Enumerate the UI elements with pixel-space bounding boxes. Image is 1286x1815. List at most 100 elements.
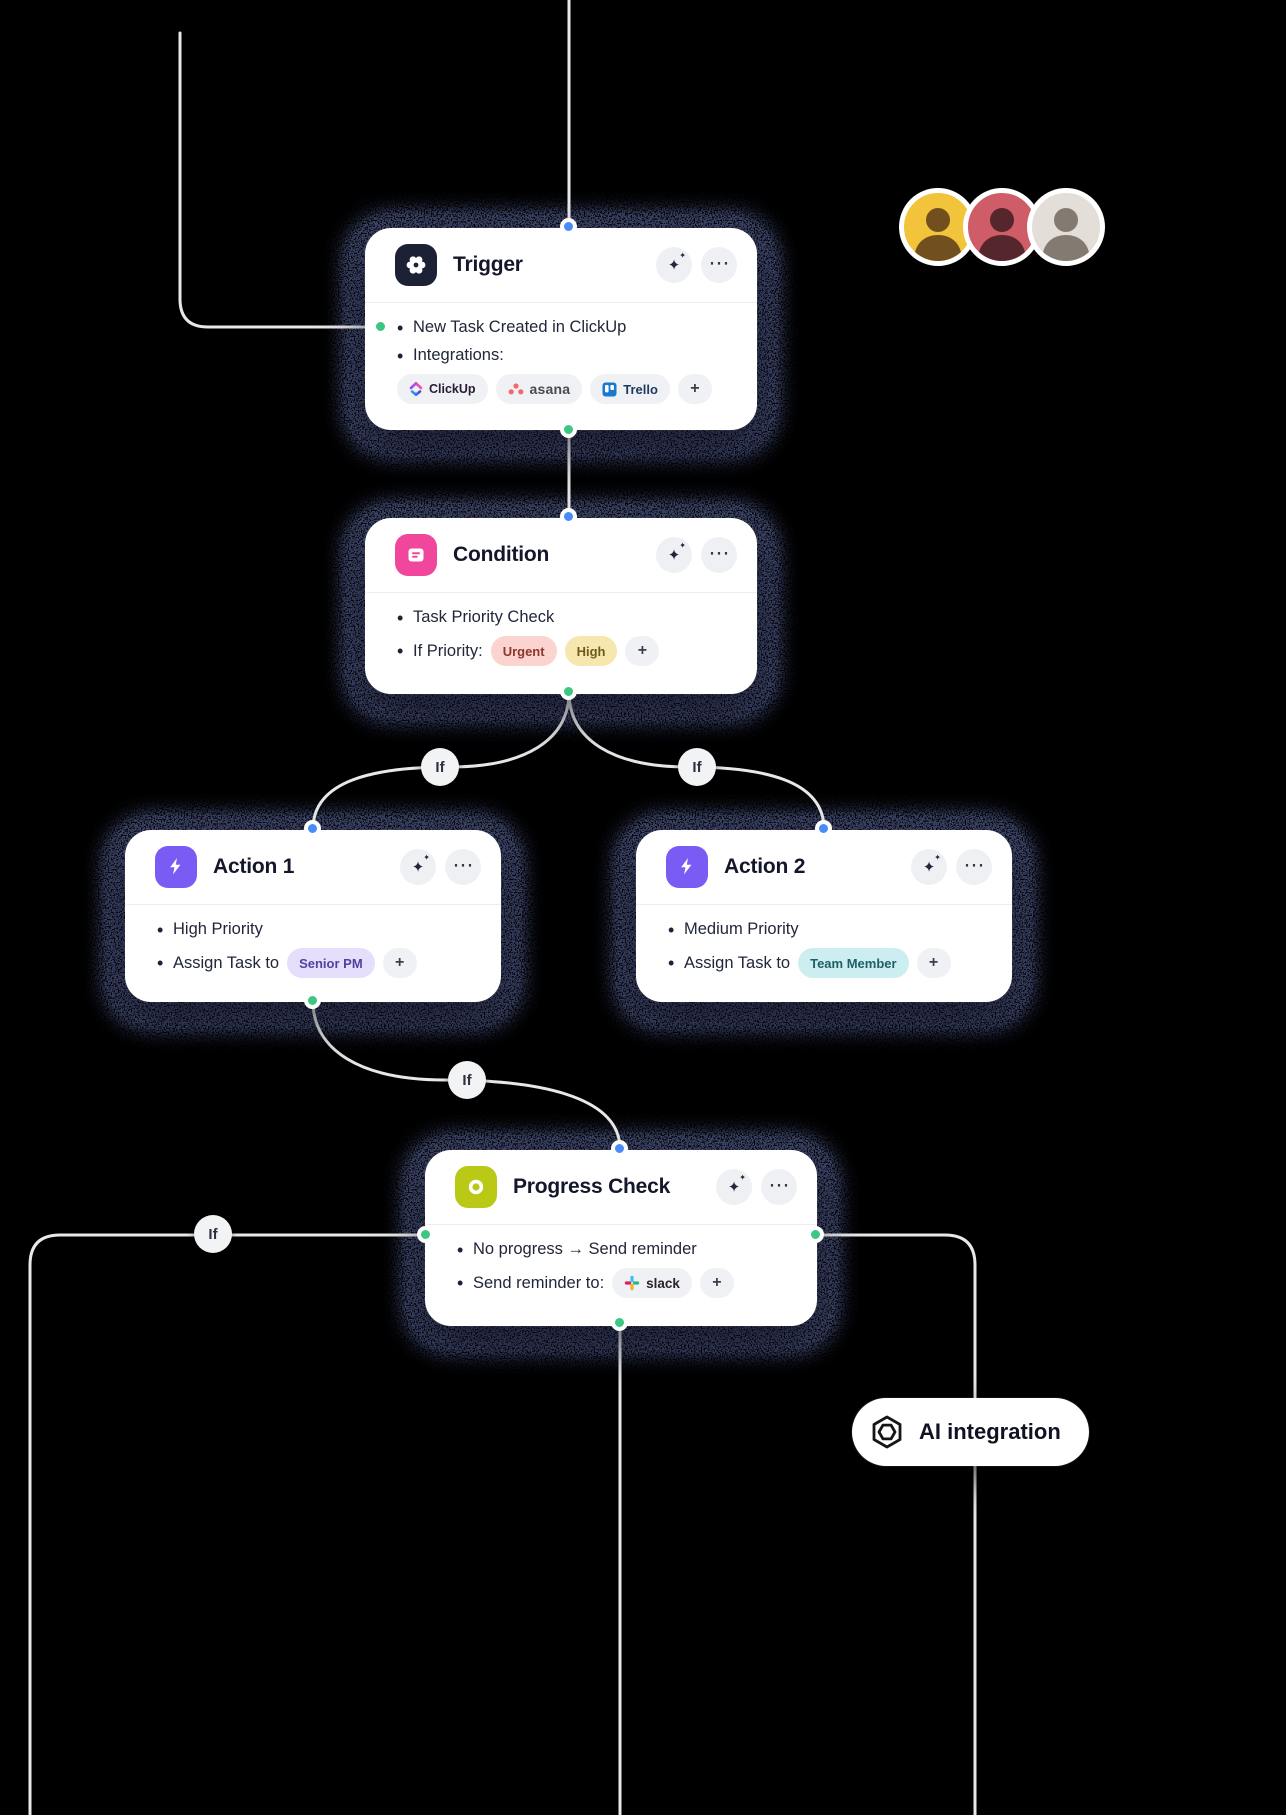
- add-priority-button[interactable]: +: [625, 636, 660, 666]
- condition-header: Condition ✦ ✦ ⋯: [365, 518, 757, 593]
- trigger-bottom-handle[interactable]: [560, 421, 577, 438]
- openai-icon: [872, 1415, 902, 1449]
- asana-pill[interactable]: asana: [495, 374, 583, 404]
- asana-label: asana: [529, 381, 571, 397]
- ai-integration-badge[interactable]: AI integration: [852, 1398, 1089, 1466]
- trigger-item-2: • Integrations:: [397, 346, 733, 365]
- action1-item-1: • High Priority: [157, 920, 477, 939]
- trigger-node: Trigger ✦ ✦ ⋯ • New Task Created in Clic…: [365, 228, 757, 430]
- ellipsis-icon: ⋯: [963, 852, 985, 877]
- node-title: Action 1: [213, 855, 295, 878]
- add-reminder-target-button[interactable]: +: [699, 1268, 734, 1298]
- lightning-icon: [155, 846, 197, 888]
- sparkle-icon: ✦: [411, 857, 425, 876]
- assignee-pill[interactable]: Senior PM: [287, 948, 375, 978]
- action1-bottom-handle[interactable]: [304, 992, 321, 1009]
- sparkle-icon: ✦: [922, 857, 936, 876]
- node-title: Action 2: [724, 855, 806, 878]
- clickup-pill[interactable]: ClickUp: [397, 374, 488, 404]
- action2-item-2: • Assign Task to Team Member +: [668, 948, 988, 978]
- bullet-icon: •: [457, 1239, 464, 1260]
- action2-node: Action 2 ✦ ✦ ⋯ • Medium Priority • Assig…: [636, 830, 1012, 1002]
- if-badge: If: [421, 748, 459, 786]
- progress-header: Progress Check ✦ ✦ ⋯: [425, 1150, 817, 1225]
- avatar: [1027, 188, 1105, 266]
- progress-node: Progress Check ✦ ✦ ⋯ • No progress → Sen…: [425, 1150, 817, 1326]
- trigger-item-2-text: Integrations:: [413, 346, 504, 364]
- trigger-item-1: • New Task Created in ClickUp: [397, 318, 733, 337]
- sparkle-button[interactable]: ✦ ✦: [656, 247, 692, 283]
- node-title: Condition: [453, 543, 550, 566]
- ellipsis-icon: ⋯: [452, 852, 474, 877]
- ellipsis-icon: ⋯: [768, 1172, 790, 1197]
- bullet-icon: •: [668, 953, 675, 973]
- ai-integration-label: AI integration: [919, 1419, 1061, 1444]
- progress-right-handle[interactable]: [807, 1226, 824, 1243]
- trigger-top-handle[interactable]: [560, 218, 577, 235]
- action2-top-handle[interactable]: [815, 820, 832, 837]
- add-assignee-button[interactable]: +: [916, 948, 951, 978]
- urgent-pill[interactable]: Urgent: [490, 636, 557, 666]
- sparkle-button[interactable]: ✦ ✦: [716, 1169, 752, 1205]
- progress-top-handle[interactable]: [611, 1140, 628, 1157]
- condition-item-2-text: If Priority:: [413, 641, 483, 660]
- high-pill[interactable]: High: [564, 636, 618, 666]
- target-icon: [455, 1166, 497, 1208]
- condition-item-1: • Task Priority Check: [397, 608, 733, 627]
- bullet-icon: •: [157, 953, 164, 973]
- condition-bottom-handle[interactable]: [560, 683, 577, 700]
- condition-item-1-text: Task Priority Check: [413, 608, 555, 626]
- bullet-icon: •: [157, 919, 164, 940]
- more-button[interactable]: ⋯: [445, 849, 481, 885]
- more-button[interactable]: ⋯: [956, 849, 992, 885]
- action1-header: Action 1 ✦ ✦ ⋯: [125, 830, 501, 905]
- if-badge: If: [678, 748, 716, 786]
- clickup-icon: [409, 382, 423, 396]
- trigger-left-handle[interactable]: [372, 318, 389, 335]
- condition-top-handle[interactable]: [560, 508, 577, 525]
- trigger-header: Trigger ✦ ✦ ⋯: [365, 228, 757, 303]
- slack-label: slack: [646, 1275, 680, 1291]
- trello-label: Trello: [623, 381, 658, 397]
- more-button[interactable]: ⋯: [701, 247, 737, 283]
- condition-node: Condition ✦ ✦ ⋯ • Task Priority Check • …: [365, 518, 757, 694]
- progress-left-handle[interactable]: [417, 1226, 434, 1243]
- progress-bottom-handle[interactable]: [611, 1314, 628, 1331]
- sparkle-icon-small: ✦: [679, 541, 686, 550]
- sparkle-button[interactable]: ✦ ✦: [400, 849, 436, 885]
- action1-item-1-text: High Priority: [173, 920, 263, 938]
- condition-item-2: • If Priority: Urgent High +: [397, 636, 733, 666]
- integration-pills: ClickUp asana Trello +: [397, 374, 733, 404]
- node-title: Progress Check: [513, 1175, 671, 1198]
- condition-note-icon: [395, 534, 437, 576]
- trello-pill[interactable]: Trello: [590, 374, 670, 404]
- action2-item-1-text: Medium Priority: [684, 920, 799, 938]
- sparkle-button[interactable]: ✦ ✦: [911, 849, 947, 885]
- trigger-item-1-text: New Task Created in ClickUp: [413, 318, 627, 336]
- ellipsis-icon: ⋯: [708, 540, 730, 565]
- action1-top-handle[interactable]: [304, 820, 321, 837]
- clickup-label: ClickUp: [429, 382, 476, 396]
- sparkle-icon: ✦: [727, 1177, 741, 1196]
- slack-pill[interactable]: slack: [612, 1268, 692, 1298]
- sparkle-button[interactable]: ✦ ✦: [656, 537, 692, 573]
- progress-item-2-text: Send reminder to:: [473, 1273, 605, 1292]
- sparkle-icon: ✦: [667, 255, 681, 274]
- if-badge: If: [194, 1215, 232, 1253]
- action1-node: Action 1 ✦ ✦ ⋯ • High Priority • Assign …: [125, 830, 501, 1002]
- action2-item-1: • Medium Priority: [668, 920, 988, 939]
- add-integration-button[interactable]: +: [677, 374, 712, 404]
- action2-item-2-text: Assign Task to: [684, 953, 791, 972]
- assignee-pill[interactable]: Team Member: [798, 948, 909, 978]
- progress-item-2: • Send reminder to: slack +: [457, 1268, 793, 1298]
- sparkle-icon-small: ✦: [423, 853, 430, 862]
- bullet-icon: •: [397, 317, 404, 338]
- trigger-gear-icon: [395, 244, 437, 286]
- action2-header: Action 2 ✦ ✦ ⋯: [636, 830, 1012, 905]
- action1-item-2-text: Assign Task to: [173, 953, 280, 972]
- slack-icon: [624, 1275, 640, 1291]
- add-assignee-button[interactable]: +: [382, 948, 417, 978]
- more-button[interactable]: ⋯: [761, 1169, 797, 1205]
- more-button[interactable]: ⋯: [701, 537, 737, 573]
